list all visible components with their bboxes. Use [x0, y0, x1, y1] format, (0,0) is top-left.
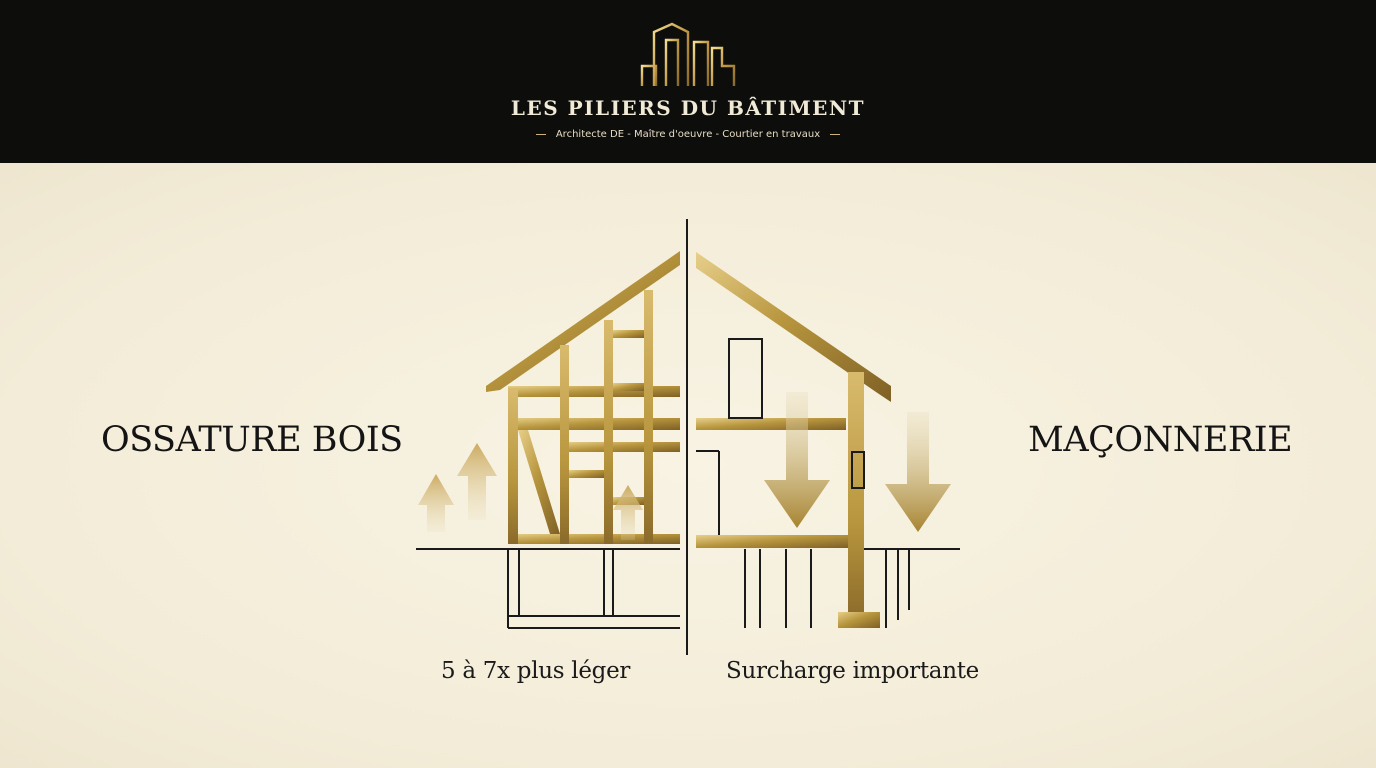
masonry-house: [696, 252, 960, 628]
left-sill-beam: [508, 534, 680, 544]
left-floor-beam: [508, 418, 680, 430]
masonry-label: MAÇONNERIE: [1028, 420, 1293, 460]
left-outer-stud: [508, 388, 518, 544]
left-arrow-up-inner: [613, 485, 643, 540]
left-rung-1: [613, 330, 644, 338]
left-roof-beam: [486, 251, 680, 392]
tagline-row: Architecte DE - Maître d'oeuvre - Courti…: [0, 127, 1376, 141]
right-outer-wall: [848, 372, 864, 622]
right-chimney-outline: [728, 338, 763, 419]
building-logo-icon: [634, 22, 744, 89]
left-stud-3: [604, 320, 613, 544]
right-ground-slab: [696, 535, 848, 548]
left-mid-beam: [563, 442, 680, 452]
left-top-plate: [508, 386, 680, 397]
timber-frame-house: [416, 251, 680, 629]
right-footing: [838, 612, 880, 628]
left-stud-2: [560, 345, 569, 544]
overload-caption: Surcharge importante: [726, 658, 979, 684]
right-upper-slab: [696, 418, 846, 430]
right-arrow-down-2: [885, 412, 951, 532]
header-banner: LES PILIERS DU BÂTIMENT Architecte DE - …: [0, 0, 1376, 163]
right-window-outline: [851, 451, 865, 489]
left-arrow-up-tall: [457, 443, 497, 520]
left-rung-2: [613, 383, 644, 391]
left-stud-4: [644, 290, 653, 544]
tagline-dash-left: [535, 133, 546, 135]
brand-name: LES PILIERS DU BÂTIMENT: [510, 96, 866, 120]
left-arrow-up-small: [418, 474, 454, 532]
left-rung-3: [569, 470, 604, 478]
timber-frame-label: OSSATURE BOIS: [101, 420, 403, 460]
left-diagonal-brace: [518, 430, 560, 534]
right-roof-beam: [696, 252, 891, 402]
right-arrow-down-1: [764, 392, 830, 528]
tagline-dash-right: [830, 133, 841, 135]
tagline: Architecte DE - Maître d'oeuvre - Courti…: [555, 128, 821, 140]
lighter-caption: 5 à 7x plus léger: [441, 658, 631, 684]
